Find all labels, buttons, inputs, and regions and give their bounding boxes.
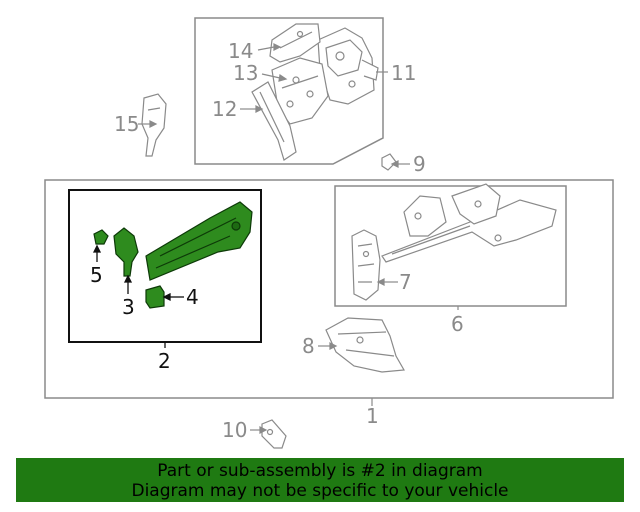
label-11: 11 xyxy=(391,61,416,85)
part-11-apron-panel xyxy=(317,27,379,105)
label-12: 12 xyxy=(212,97,237,121)
part-6-front-frame xyxy=(381,183,557,263)
part-13-wheelhouse xyxy=(271,57,329,125)
label-9: 9 xyxy=(413,152,426,176)
part-2-side-rail xyxy=(145,201,253,281)
assembly-6-frame xyxy=(334,185,567,307)
part-4-plate xyxy=(145,285,165,309)
label-2: 2 xyxy=(158,349,171,373)
label-8: 8 xyxy=(302,334,315,358)
label-6: 6 xyxy=(451,312,464,336)
label-5: 5 xyxy=(90,263,103,287)
label-15: 15 xyxy=(114,112,139,136)
label-3: 3 xyxy=(122,295,135,319)
part-14-upper-bracket xyxy=(269,23,321,63)
label-13: 13 xyxy=(233,61,258,85)
part-10-bracket xyxy=(261,419,287,449)
part-9-clip xyxy=(381,153,397,171)
label-4: 4 xyxy=(186,285,199,309)
banner-line-1: Part or sub-assembly is #2 in diagram xyxy=(157,461,483,481)
label-14: 14 xyxy=(228,39,253,63)
part-3-bracket xyxy=(113,227,139,277)
part-8-crossmember xyxy=(325,317,405,373)
part-5-clip xyxy=(93,229,109,245)
part-12-rail-reinforcement xyxy=(251,81,297,161)
label-10: 10 xyxy=(222,418,247,442)
part-7-pillar-bracket xyxy=(351,229,381,301)
leader-lines xyxy=(138,43,459,434)
label-1: 1 xyxy=(366,404,379,428)
banner-line-2: Diagram may not be specific to your vehi… xyxy=(131,481,509,501)
label-7: 7 xyxy=(399,270,412,294)
info-banner: Part or sub-assembly is #2 in diagram Di… xyxy=(16,458,624,502)
assembly-11-frame xyxy=(194,17,384,165)
assembly-1-frame xyxy=(44,179,614,399)
leader-lines-black xyxy=(92,244,184,348)
